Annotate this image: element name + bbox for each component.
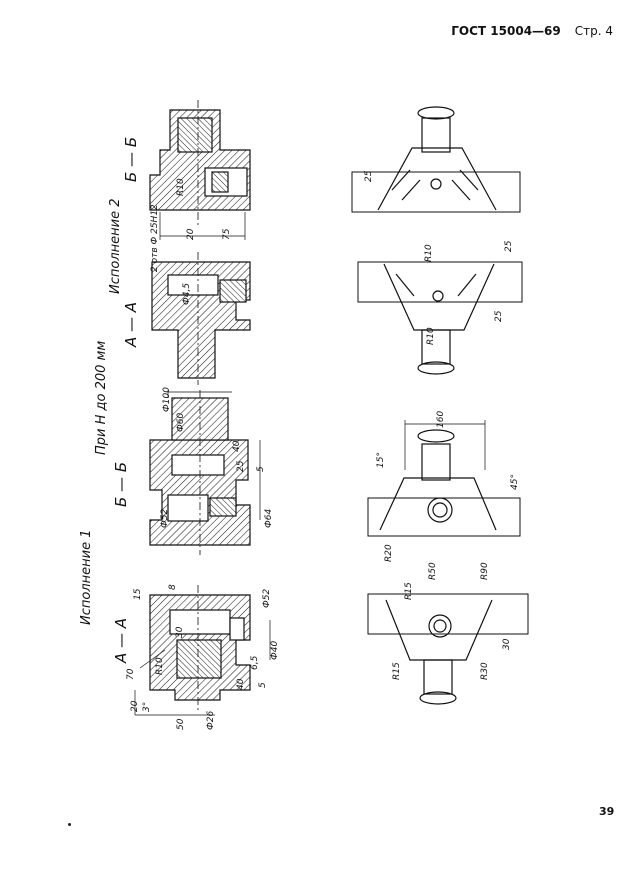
- dim-r10-d: R10: [426, 327, 436, 345]
- dim-r10-c: R10: [424, 244, 434, 262]
- v1-section-aa: [134, 585, 271, 716]
- dim-r10: R10: [155, 657, 165, 675]
- standard-number: ГОСТ 15004—69: [451, 24, 561, 38]
- dim-75: 75: [222, 228, 232, 240]
- page-number: 39: [599, 805, 615, 818]
- dim-3deg: 3°: [142, 701, 152, 712]
- dim-r90: R90: [480, 562, 490, 580]
- dim-r15-a: R15: [404, 582, 414, 600]
- scan-speck: [68, 823, 71, 826]
- top-view-1: [351, 106, 521, 213]
- top-view-3: [367, 420, 521, 537]
- dim-d26: Ф26: [206, 710, 216, 730]
- dim-20: 20: [130, 700, 140, 712]
- dim-25: 25: [236, 460, 246, 472]
- page-label: Стр. 4: [574, 24, 613, 38]
- dim-15: 15: [133, 588, 143, 600]
- dim-d100: Ф100: [162, 387, 172, 412]
- dim-d40: Ф40: [270, 640, 280, 660]
- dim-r15-b: R15: [392, 662, 402, 680]
- dim-d64: Ф64: [264, 508, 274, 528]
- dim-6-5: 6,5: [250, 655, 260, 670]
- dim-25-b: 25: [504, 240, 514, 252]
- dim-r10-b: R10: [176, 178, 186, 196]
- dim-25-a: 25: [364, 170, 374, 182]
- dim-45deg: 45°: [510, 474, 520, 490]
- dim-d4-5: Ф4,5: [182, 282, 192, 305]
- dim-8: 8: [168, 584, 178, 590]
- dim-160: 160: [436, 410, 446, 428]
- dim-70: 70: [126, 668, 136, 680]
- dim-15deg: 15°: [376, 452, 386, 468]
- dim-5-b: 5: [256, 466, 266, 472]
- dim-25-c: 25: [494, 310, 504, 322]
- v2-section-aa: [151, 252, 251, 385]
- dim-2-holes: 2 отв Ф 25Н12: [150, 204, 160, 272]
- dim-r30: R30: [480, 662, 490, 680]
- dim-30: 30: [175, 626, 185, 638]
- page-header: ГОСТ 15004—69 Стр. 4: [451, 24, 613, 38]
- top-view-2: [357, 261, 523, 375]
- dim-d52-b: Ф52: [160, 508, 170, 528]
- dim-5: 5: [258, 682, 268, 688]
- dim-d60: Ф60: [176, 412, 186, 432]
- dim-r50: R50: [428, 562, 438, 580]
- dim-50: 50: [176, 718, 186, 730]
- v2-section-bb: [149, 100, 251, 240]
- top-view-4: [367, 593, 529, 705]
- dim-d52: Ф52: [262, 588, 272, 608]
- dim-r20: R20: [384, 544, 394, 562]
- v1-section-bb: [149, 390, 261, 555]
- dim-20-b: 20: [186, 228, 196, 240]
- dim-40-b: 40: [232, 440, 242, 452]
- dim-40: 40: [236, 678, 246, 690]
- dim-30-b: 30: [502, 638, 512, 650]
